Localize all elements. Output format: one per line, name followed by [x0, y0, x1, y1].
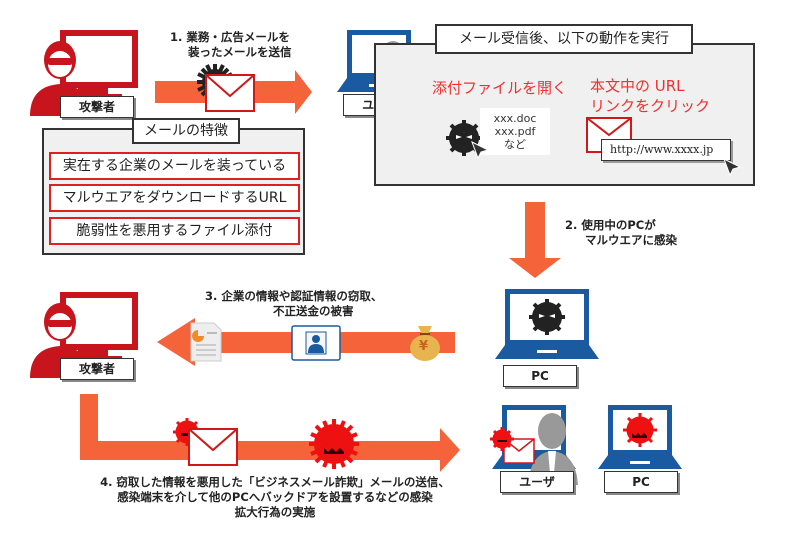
attacker-name-label: 攻撃者	[60, 96, 134, 118]
feature-item: 実在する企業のメールを装っている	[49, 152, 300, 180]
step1-line2: 装ったメールを送信	[188, 45, 292, 59]
step2-label: 2. 使用中のPCが マルウエアに感染	[565, 218, 677, 248]
file-etc: など	[504, 138, 526, 151]
infected-laptop-red-icon	[598, 405, 682, 469]
step4-line1: 4. 窃取した情報を悪用した「ビジネスメール詐欺」メールの送信、	[100, 475, 450, 489]
mail-business-icon	[188, 428, 238, 466]
actions-panel-title: メール受信後、以下の動作を実行	[435, 24, 693, 54]
cursor-icon	[471, 140, 490, 160]
attacker-name-label: 攻撃者	[60, 358, 134, 380]
pc-bottom: PC	[598, 403, 698, 498]
virus-red-large-icon	[309, 419, 359, 469]
file-pdf: xxx.pdf	[494, 125, 536, 138]
step2-line1: 2. 使用中のPCが	[565, 218, 656, 232]
step4-line3: 拡大行為の実施	[234, 505, 316, 519]
file-doc: xxx.doc	[493, 112, 537, 125]
step3-line2: 不正送金の被害	[273, 304, 354, 318]
step4-line2: 感染端末を介して他のPCへバックドアを設置するなどの感染	[117, 490, 433, 504]
mail-features-title: メールの特徴	[132, 118, 240, 144]
actions-panel	[374, 43, 755, 186]
mail-icon	[205, 74, 255, 112]
open-attachment-label: 添付ファイルを開く	[432, 79, 568, 97]
virus-black-attachment-icon	[446, 120, 482, 156]
attacker-top: 攻撃者	[22, 26, 142, 122]
feature-item: 脆弱性を悪用するファイル添付	[49, 217, 300, 245]
url-link-box: http://www.xxxx.jp	[601, 139, 731, 161]
step3-line1: 3. 企業の情報や認証情報の窃取、	[205, 289, 383, 303]
click-link-line2: リンクをクリック	[590, 97, 711, 115]
user-name-label: ユーザ	[500, 471, 574, 493]
feature-item: マルウエアをダウンロードするURL	[49, 184, 300, 212]
money-bag-icon: ¥	[408, 322, 442, 362]
laptop-user-infected-icon	[490, 405, 578, 485]
cursor-link-icon	[723, 157, 742, 177]
currency-symbol: ¥	[419, 339, 429, 354]
user-bottom: ユーザ	[490, 403, 590, 498]
step2-line2: マルウエアに感染	[585, 233, 677, 247]
pc-mid: PC	[493, 287, 603, 387]
pc-name-label: PC	[604, 471, 678, 493]
attachment-file-list: xxx.doc xxx.pdf など	[480, 108, 550, 155]
step1-label: 1. 業務・広告メールを 装ったメールを送信	[170, 30, 292, 60]
id-card-icon	[291, 325, 341, 361]
infected-laptop-icon	[495, 289, 599, 359]
step3-label: 3. 企業の情報や認証情報の窃取、 不正送金の被害	[205, 289, 382, 319]
document-icon	[190, 322, 222, 362]
step1-line1: 1. 業務・広告メールを	[170, 30, 290, 44]
attacker-mid: 攻撃者	[22, 288, 142, 384]
pc-name-label: PC	[503, 365, 577, 387]
step4-label: 4. 窃取した情報を悪用した「ビジネスメール詐欺」メールの送信、 感染端末を介し…	[75, 475, 475, 520]
click-link-label: 本文中の URL リンクをクリック	[590, 76, 710, 116]
click-link-line1: 本文中の URL	[590, 77, 685, 95]
